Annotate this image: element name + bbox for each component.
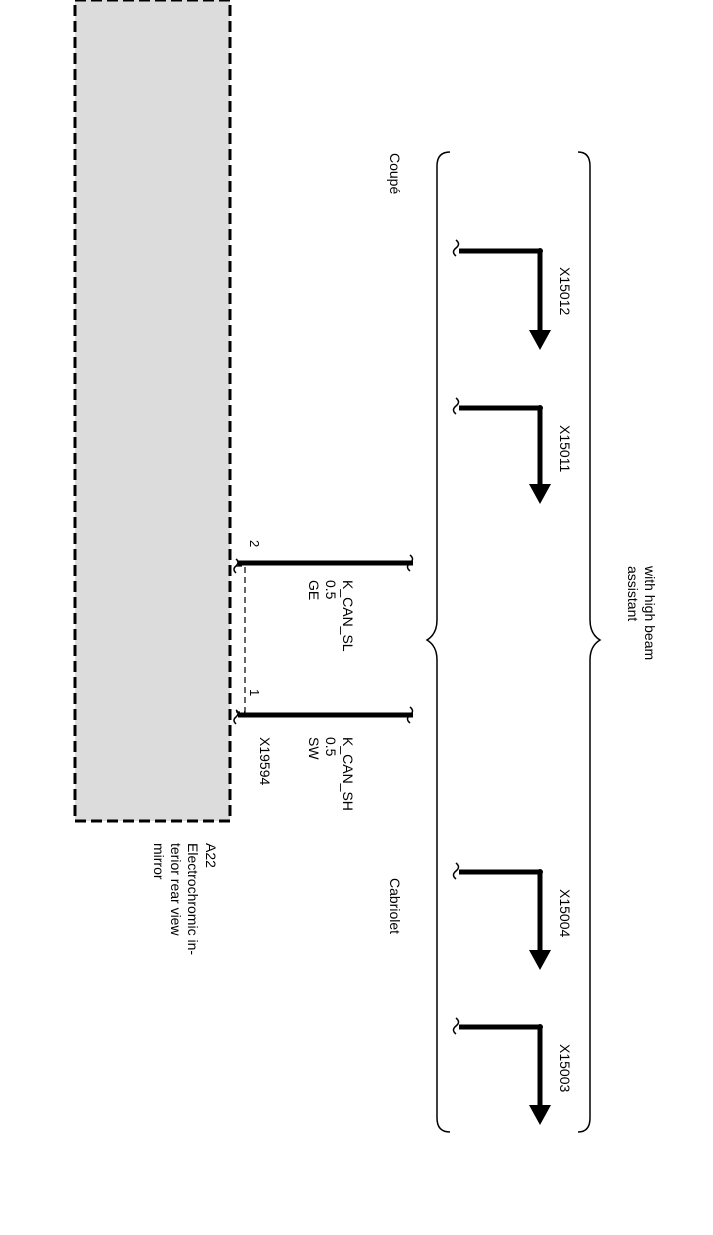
target-label-x15003: X15003: [557, 1044, 573, 1092]
variant-high-beam-line1: with high beam: [642, 565, 658, 660]
pin-2-signal: K_CAN_SL: [340, 580, 356, 652]
pin-number-1: 1: [247, 689, 262, 696]
connector-x19594-outline: [236, 565, 246, 713]
variant-bracket-right: [577, 151, 602, 1133]
component-desc-line2: terior rear view: [168, 843, 184, 936]
target-wire-x15004: [452, 862, 551, 970]
wire-pin-2: [233, 554, 414, 574]
pin-number-2: 2: [247, 540, 262, 547]
component-desc-line1: Electrochromic in-: [185, 843, 201, 955]
module-a22-box: [73, 0, 232, 823]
variant-high-beam-line2: assistant: [625, 566, 641, 621]
variant-cabriolet: Cabriolet: [387, 878, 403, 934]
target-wire-x15003: [452, 1017, 551, 1125]
pin-1-color: SW: [306, 737, 322, 760]
target-label-x15011: X15011: [557, 425, 573, 472]
pin-1-signal: K_CAN_SH: [340, 737, 356, 811]
target-label-x15004: X15004: [557, 889, 573, 937]
component-id: A22: [203, 843, 219, 868]
pin-1-size: 0.5: [323, 737, 339, 757]
pin-2-color: GE: [306, 580, 322, 600]
wire-pin-1: [233, 706, 414, 725]
target-label-x15012: X15012: [557, 267, 573, 315]
target-wire-x15011: [452, 397, 551, 504]
component-desc-line3: mirror: [151, 843, 167, 880]
variant-coupe: Coupé: [387, 153, 403, 194]
pin-2-size: 0.5: [323, 580, 339, 600]
target-wire-x15012: [452, 239, 551, 350]
variant-bracket-left: [425, 151, 451, 1133]
connector-id: X19594: [257, 737, 273, 785]
